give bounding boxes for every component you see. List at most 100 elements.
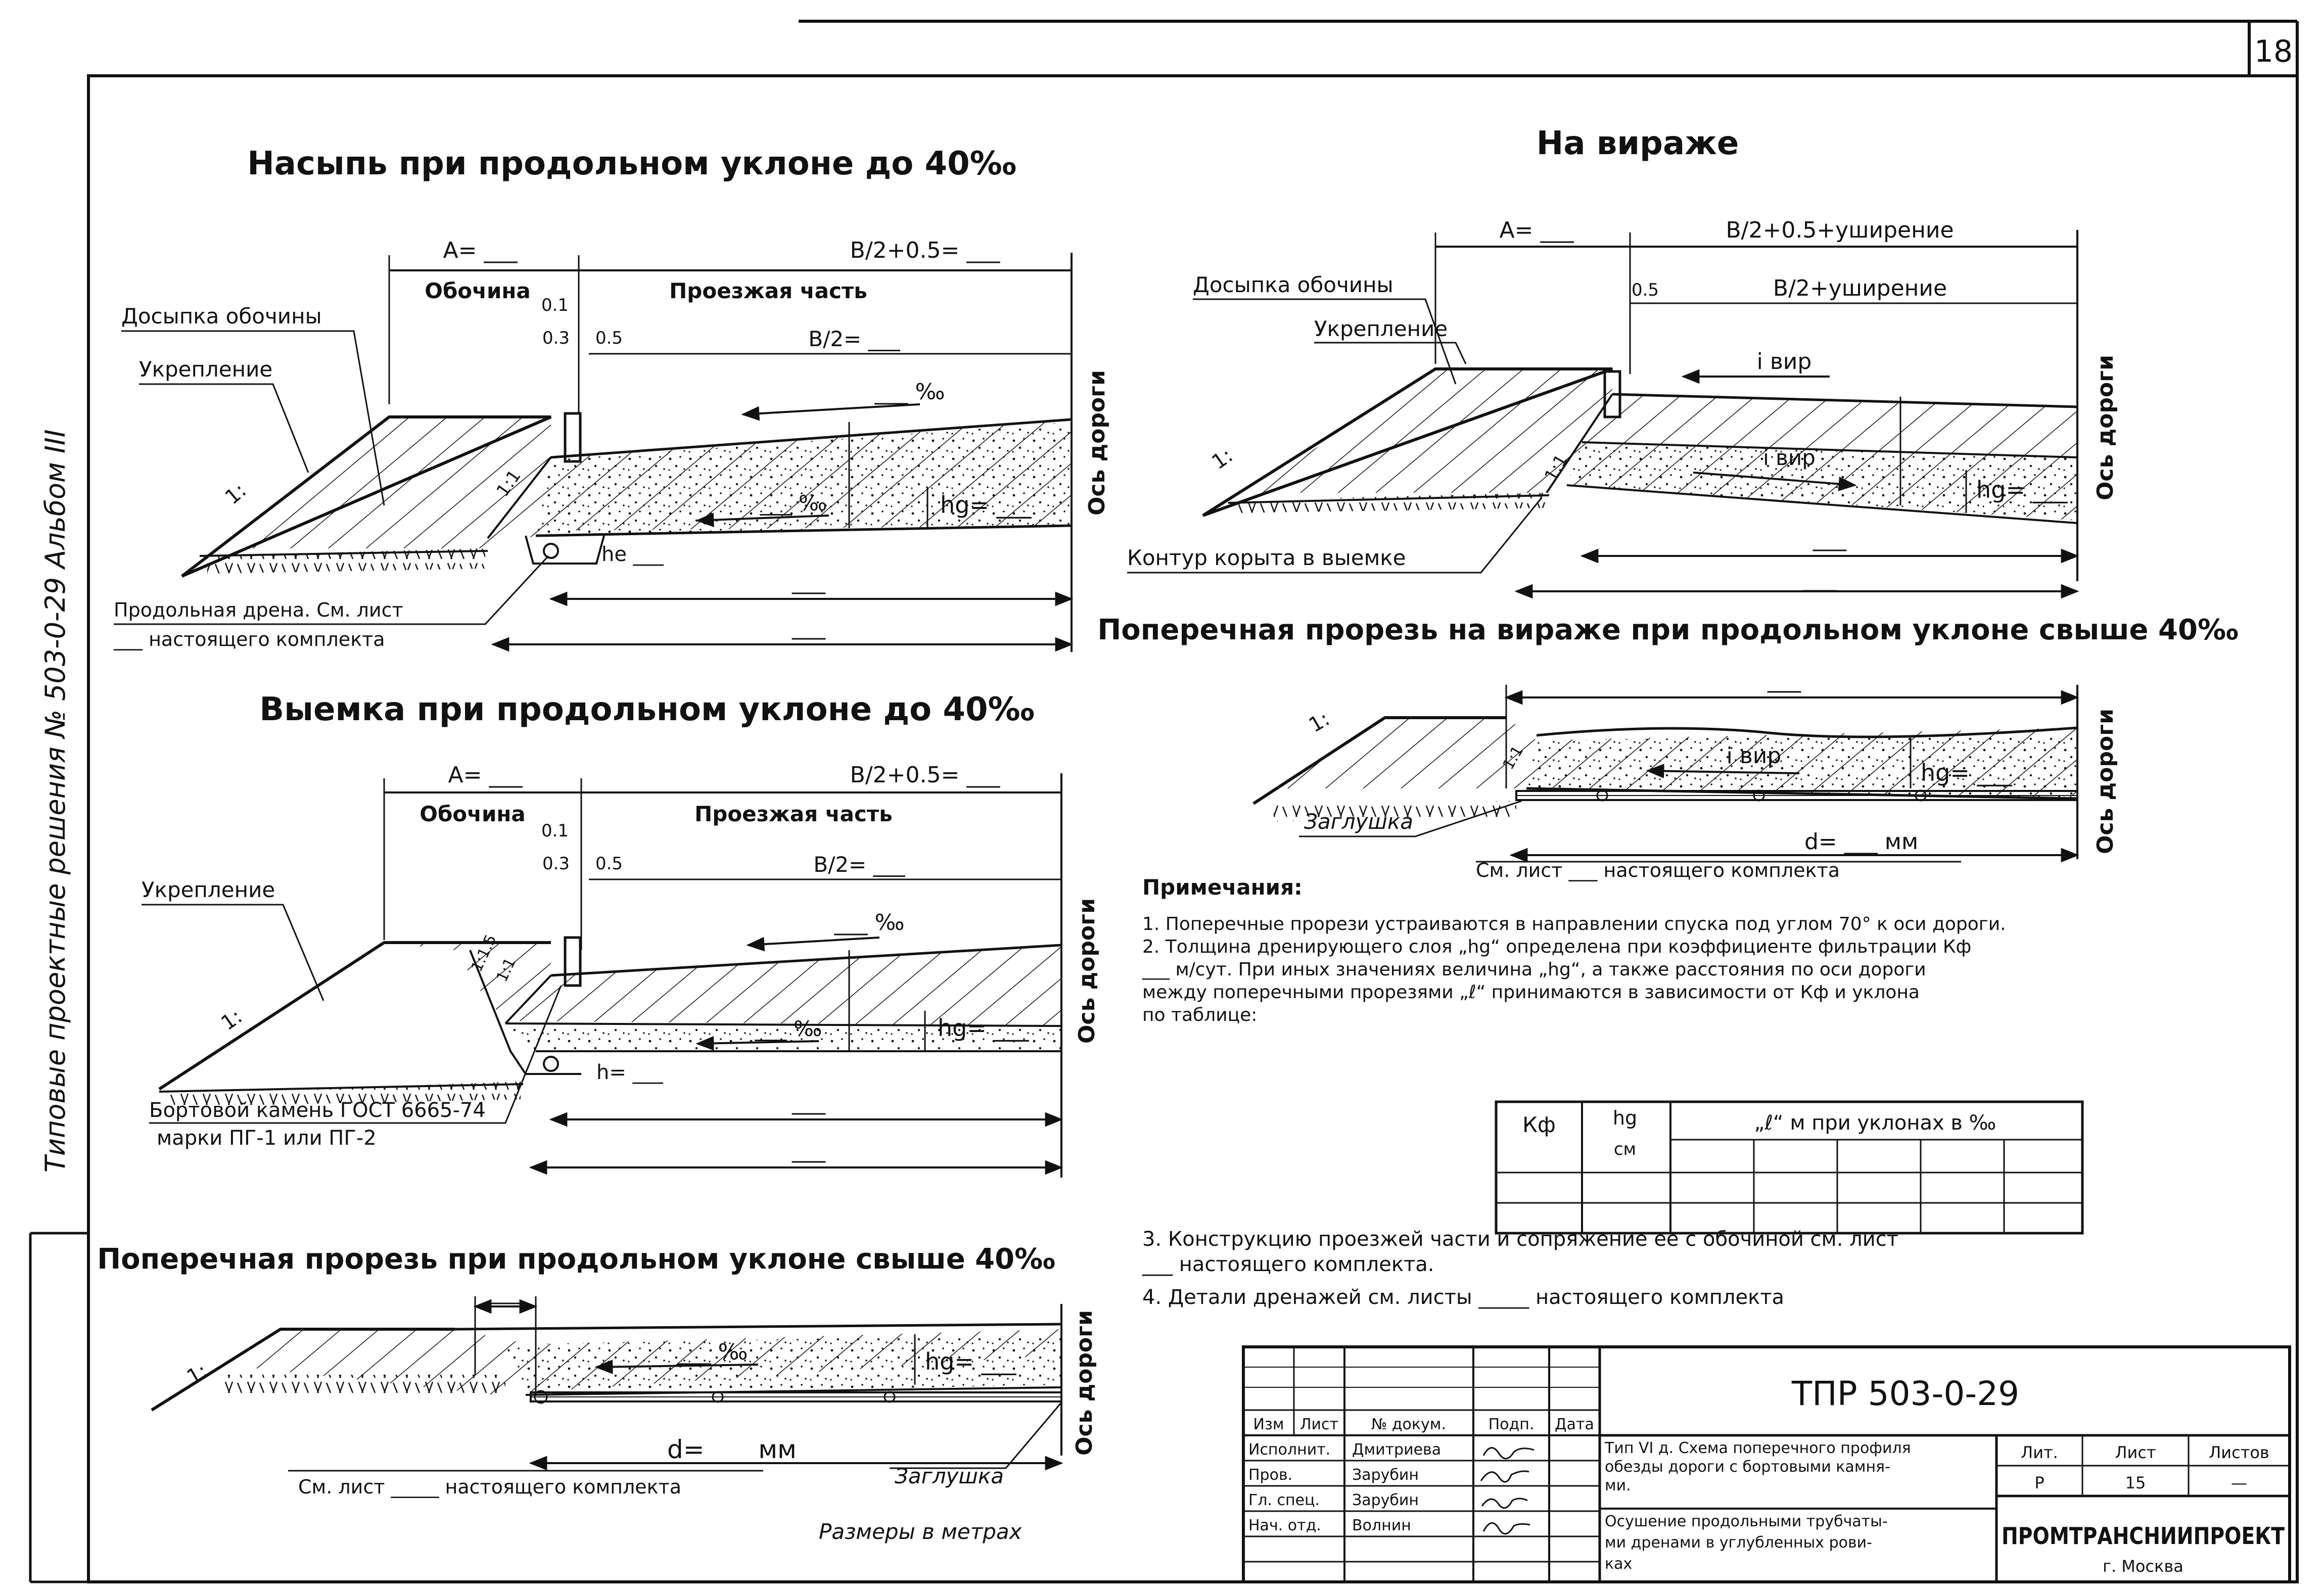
stamp-desc-line-3: ми.: [1605, 1477, 1631, 1494]
label-bort-marki: марки ПГ-1 или ПГ-2: [157, 1127, 377, 1150]
slope-ratio: 1:: [1207, 444, 1237, 474]
dim-line-1: ___: [1812, 526, 1847, 551]
drain-layer-thickness: hg= ___: [938, 1014, 1030, 1042]
note-2-line-3: между поперечными прорезями „ℓ“ принимаю…: [1142, 982, 1920, 1003]
table-header-hg-unit: см: [1614, 1139, 1636, 1159]
table-header-spacing: „ℓ“ м при уклонах в ‰: [1754, 1111, 1996, 1135]
section-title: Поперечная прорезь при продольном уклоне…: [97, 1243, 1055, 1276]
road-axis-label: Ось дороги: [1072, 1310, 1097, 1456]
label-ukreplenie: Укрепление: [142, 877, 275, 902]
sheet-frame: [29, 20, 2299, 1583]
pipe-diameter: d= ___ мм: [1804, 829, 1918, 855]
stamp-role-executor: Исполнит.: [1248, 1441, 1330, 1459]
stamp-name-head-dept: Волнин: [1352, 1517, 1411, 1534]
stamp-desc-line-4: Осушение продольными трубчаты-: [1605, 1513, 1888, 1530]
superelevation-base: i вир: [1763, 445, 1816, 470]
slope-ratio: 1:: [183, 1359, 212, 1389]
document-code: ТПР 503-0-29: [1791, 1374, 2019, 1413]
title-block: Изм Лист № докум. Подп. Дата Исполнит. Д…: [1242, 1345, 2291, 1583]
stamp-header-podp: Подп.: [1489, 1416, 1535, 1433]
notes-heading: Примечания:: [1142, 875, 1303, 900]
slope-ratio: 1:: [221, 479, 251, 509]
label-zaglushka: Заглушка: [895, 1464, 1004, 1488]
label-ukreplenie: Укрепление: [1314, 316, 1448, 341]
dim-top: ___: [488, 1279, 523, 1304]
carriageway-label: Проезжая часть: [669, 278, 867, 303]
road-axis-label: Ось дороги: [2093, 355, 2118, 500]
drain-layer-thickness: hg= ___: [1921, 759, 2013, 786]
organization-city: г. Москва: [2103, 1557, 2183, 1576]
dim-0-5: 0.5: [595, 854, 623, 874]
drain-layer-thickness: hg= ___: [940, 491, 1032, 519]
label-list: См. лист _____ настоящего комплекта: [298, 1476, 681, 1498]
dim-B2plus: B/2+0.5+уширение: [1726, 217, 1954, 243]
label-drena: Продольная дрена. См. лист: [114, 599, 403, 621]
shoulder-label: Обочина: [420, 802, 526, 826]
drain-layer-thickness: hg= ___: [1976, 476, 2068, 503]
road-axis-label: Ось дороги: [1074, 898, 1100, 1044]
dim-line-1: ___: [792, 1089, 826, 1115]
label-bort-kamen: Бортовой камень ГОСТ 6665-74: [149, 1099, 486, 1122]
filtration-table: Кф hg см „ℓ“ м при уклонах в ‰: [1495, 1100, 2084, 1235]
drain-depth: h= ___: [596, 1061, 664, 1084]
stamp-role-checker: Пров.: [1248, 1466, 1292, 1484]
section-title: Насыпь при продольном уклоне до 40‰: [247, 145, 1016, 182]
stamp-name-checker: Зарубин: [1352, 1466, 1419, 1484]
dim-B2plus: B/2+0.5= ___: [850, 238, 1001, 263]
slope-base: ___ ‰: [755, 1016, 822, 1041]
dim-line-2: ___: [792, 614, 826, 640]
note-2-line-4: по таблице:: [1142, 1005, 1257, 1025]
stamp-header-list: Лист: [1300, 1416, 1338, 1433]
label-list: См. лист ___ настоящего комплекта: [1476, 859, 1840, 881]
dim-0-1: 0.1: [541, 295, 569, 315]
stamp-sheets: —: [2231, 1473, 2247, 1492]
section-title: Поперечная прорезь на вираже при продоль…: [1097, 614, 2238, 646]
dim-A: A= ___: [443, 238, 518, 263]
pipe-diameter: d= ___ мм: [667, 1435, 797, 1464]
note-2-line-1: 2. Толщина дренирующего слоя „hg“ опреде…: [1142, 937, 1971, 957]
section-embankment: Насыпь при продольном уклоне до 40‰ A= _…: [113, 145, 1110, 652]
dim-B2plus: B/2+0.5= ___: [850, 762, 1001, 788]
stamp-header-sheets: Листов: [2209, 1443, 2269, 1462]
section-title: Выемка при продольном уклоне до 40‰: [259, 691, 1034, 728]
dim-0-1: 0.1: [541, 821, 569, 841]
stamp-role-head-dept: Нач. отд.: [1248, 1517, 1321, 1534]
organization-name: ПРОМТРАНСНИИПРОЕКТ: [2002, 1522, 2285, 1550]
page-number: 18: [2254, 34, 2293, 69]
shoulder-label: Обочина: [425, 278, 531, 303]
stamp-header-data: Дата: [1555, 1416, 1594, 1433]
section-cutting: Выемка при продольном уклоне до 40‰ A= _…: [142, 691, 1100, 1178]
label-dosypka: Досыпка обочины: [1193, 272, 1393, 297]
stamp-desc-line-2: обезды дороги с бортовыми камня-: [1605, 1458, 1890, 1476]
note-3-line-1: 3. Конструкцию проезжей части и сопряжен…: [1142, 1228, 1898, 1251]
label-kontur: Контур корыта в выемке: [1127, 545, 1406, 570]
road-axis-label: Ось дороги: [2093, 709, 2118, 854]
stamp-desc-line-5: ми дренами в углубленных рови-: [1605, 1534, 1872, 1552]
note-3-line-2: ___ настоящего комплекта.: [1142, 1253, 1434, 1276]
note-4: 4. Детали дренажей см. листы _____ насто…: [1142, 1286, 1784, 1309]
label-dosypka: Досыпка обочины: [121, 304, 322, 329]
dim-line-1: ___: [792, 569, 826, 594]
slope-ratio: 1:: [217, 1005, 246, 1035]
carriageway-label: Проезжая часть: [694, 802, 893, 826]
stamp-header-izm: Изм: [1253, 1416, 1284, 1433]
units-note: Размеры в метрах: [819, 1519, 1022, 1544]
section-transverse-superelevation: Поперечная прорезь на вираже при продоль…: [1097, 614, 2238, 881]
notes: Примечания: 1. Поперечные прорези устраи…: [1142, 875, 2006, 1309]
album-side-label: Типовые проектные решения № 503-0-29 Аль…: [39, 429, 71, 1173]
dim-0-5: 0.5: [1632, 280, 1659, 300]
stamp-header-ndoc: № докум.: [1371, 1416, 1446, 1433]
slope-surface: ___ ‰: [874, 379, 945, 405]
table-header-hg: hg: [1613, 1107, 1637, 1129]
dim-0-3: 0.3: [542, 854, 570, 874]
dim-0-5: 0.5: [595, 328, 623, 348]
slope-value: ___ ‰: [677, 1339, 748, 1365]
dim-line-2: ___: [792, 1137, 826, 1163]
dim-0-3: 0.3: [542, 328, 570, 348]
superelevation-slope: i вир: [1757, 349, 1812, 375]
section-transverse: Поперечная прорезь при продольном уклоне…: [97, 1243, 1097, 1544]
table-header-kf: Кф: [1522, 1112, 1556, 1137]
dim-top: ___: [1767, 667, 1801, 693]
dim-line-2: ___: [1802, 566, 1837, 592]
stamp-name-executor: Дмитриева: [1352, 1441, 1441, 1459]
